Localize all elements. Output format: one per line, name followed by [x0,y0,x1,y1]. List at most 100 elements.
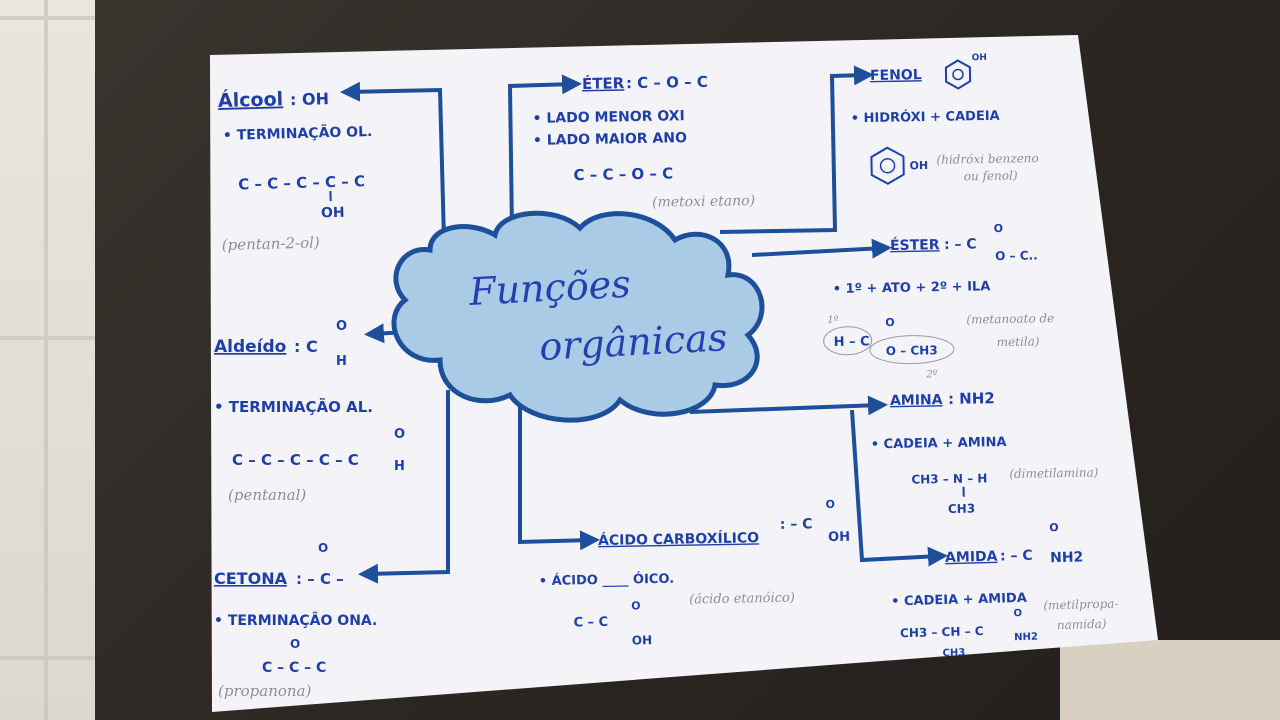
ester-bullet: • 1º + ATO + 2º + ILA [833,279,991,297]
ester-structure-tail: O – CH3 [886,343,938,358]
arrow-alcool [340,81,446,241]
amina-ch3: CH3 [948,502,975,516]
aldeido-o: O [394,427,405,442]
aldeido-h: H [394,459,405,474]
benzene-ring-example-icon [870,146,905,185]
amida-nh2: NH2 [1014,632,1038,644]
amida-formula-o: O [1049,521,1059,534]
cetona-bullet: • TERMINAÇÃO ONA. [214,612,377,629]
fenol-ring-oh: OH [909,159,928,172]
floor-tile-corner [1060,640,1280,720]
amida-heading: AMIDA [945,549,998,566]
fenol-heading: FENOL [870,67,922,84]
cetona-heading: CETONA [214,569,288,588]
amida-formula-tail: NH2 [1050,549,1084,566]
amida-example-2: namida) [1057,617,1107,632]
ester-first: 1º [827,315,839,326]
cetona-formula: : – C – [296,570,344,588]
ester-circle-1 [823,326,873,356]
connector-lines [340,65,948,584]
aldeido-heading: Aldeído [214,337,286,357]
amida-formula-c: : – C [1000,548,1033,565]
ester-formula-c: : – C [944,236,977,253]
acido-formula-o: O [825,498,835,511]
amina-heading: AMINA [890,392,943,409]
amida-bullet: • CADEIA + AMIDA [891,591,1027,610]
benzene-ring-example-inner [879,157,896,174]
cetona-example: (propanona) [218,682,311,700]
aldeido-formula-h: H [336,354,347,369]
title-line-2: orgânicas [538,315,728,369]
eter-section: ÉTER : C – O – C • LADO MENOR OXI • LADO… [532,73,755,211]
alcool-oh: OH [321,205,345,222]
eter-heading: ÉTER [582,73,625,93]
ester-example-2: metila) [997,334,1040,349]
acido-section: ÁCIDO CARBOXÍLICO : – C O OH • ÁCIDO ___… [539,498,850,648]
aldeido-bullet: • TERMINAÇÃO AL. [214,397,373,416]
arrow-cetona [358,390,450,584]
ester-example-1: (metanoato de [966,311,1054,327]
alcool-heading: Álcool [218,87,284,112]
amina-formula: : NH2 [948,389,995,408]
cetona-o: O [290,637,300,651]
amida-section: AMIDA : – C O NH2 • CADEIA + AMIDA CH3 –… [891,521,1119,660]
amida-o: O [1013,608,1022,619]
amina-section: AMINA : NH2 • CADEIA + AMINA CH3 – N – H… [871,389,1099,516]
ester-structure-o: O [885,316,895,329]
arrow-eter [507,74,582,233]
acido-formula-oh: OH [828,530,850,545]
benzene-ring-inner [952,68,964,81]
arrow-amida [850,409,948,567]
aldeido-structure: C – C – C – C – C [232,451,359,469]
amida-ch3: CH3 [942,648,965,660]
amina-structure: CH3 – N – H [911,471,987,486]
amina-example: (dimetilamina) [1009,465,1099,481]
ester-circle-2 [869,335,955,365]
title-line-1: Funções [467,262,632,314]
amina-bullet: • CADEIA + AMINA [871,435,1007,452]
fenol-example-1: (hidróxi benzeno [936,151,1038,167]
aldeido-formula-c: : C [294,337,318,356]
acido-heading: ÁCIDO CARBOXÍLICO [598,529,759,549]
amida-structure: CH3 – CH – C [900,624,984,640]
alcool-structure: C – C – C – C – C [238,172,365,193]
benzene-ring-icon [944,59,972,90]
cetona-structure: C – C – C [262,660,326,676]
amida-example-1: (metilpropa- [1043,596,1119,612]
title-cloud [391,210,765,423]
fenol-formula-oh: OH [972,53,987,63]
acido-oh: OH [632,633,652,647]
arrow-fenol [719,65,874,234]
cetona-top-o: O [318,541,328,555]
acido-structure: C – C [573,615,608,631]
fenol-example-2: ou fenol) [964,168,1018,183]
alcool-bullet: • TERMINAÇÃO OL. [223,123,373,144]
arrow-amina [689,395,888,416]
aldeido-example: (pentanal) [228,486,306,504]
acido-example: (ácido etanóico) [689,591,795,608]
fenol-section: FENOL OH • HIDRÓXI + CADEIA OH (hidróxi … [851,53,1039,185]
eter-bullet-1: • LADO MENOR OXI [532,108,684,127]
eter-structure: C – C – O – C [573,164,673,184]
ester-heading: ÉSTER [890,236,940,254]
ester-structure-c: H – C [834,334,870,350]
ester-second: 2º [925,369,938,380]
arrow-acido [518,395,600,551]
ester-formula-tail: O – C.. [995,248,1038,263]
acido-o: O [631,599,641,612]
acido-bullet: • ÁCIDO ____ ÓICO. [539,571,675,589]
aldeido-formula-o: O [336,319,347,334]
alcool-section: Álcool : OH • TERMINAÇÃO OL. C – C – C –… [218,87,373,254]
cetona-section: O CETONA : – C – • TERMINAÇÃO ONA. O C –… [214,541,377,700]
aldeido-section: Aldeído : C O H • TERMINAÇÃO AL. C – C –… [214,319,405,504]
eter-bullet-2: • LADO MAIOR ANO [533,130,687,149]
arrow-ester [751,238,892,259]
ester-section: ÉSTER : – C O O – C.. • 1º + ATO + 2º + … [823,222,1054,380]
alcool-example: (pentan-2-ol) [222,233,321,254]
fenol-bullet: • HIDRÓXI + CADEIA [851,108,1000,127]
eter-example: (metoxi etano) [652,193,755,211]
ester-formula-o: O [994,222,1004,235]
alcool-formula: : OH [290,89,329,109]
eter-formula: : C – O – C [626,73,708,92]
